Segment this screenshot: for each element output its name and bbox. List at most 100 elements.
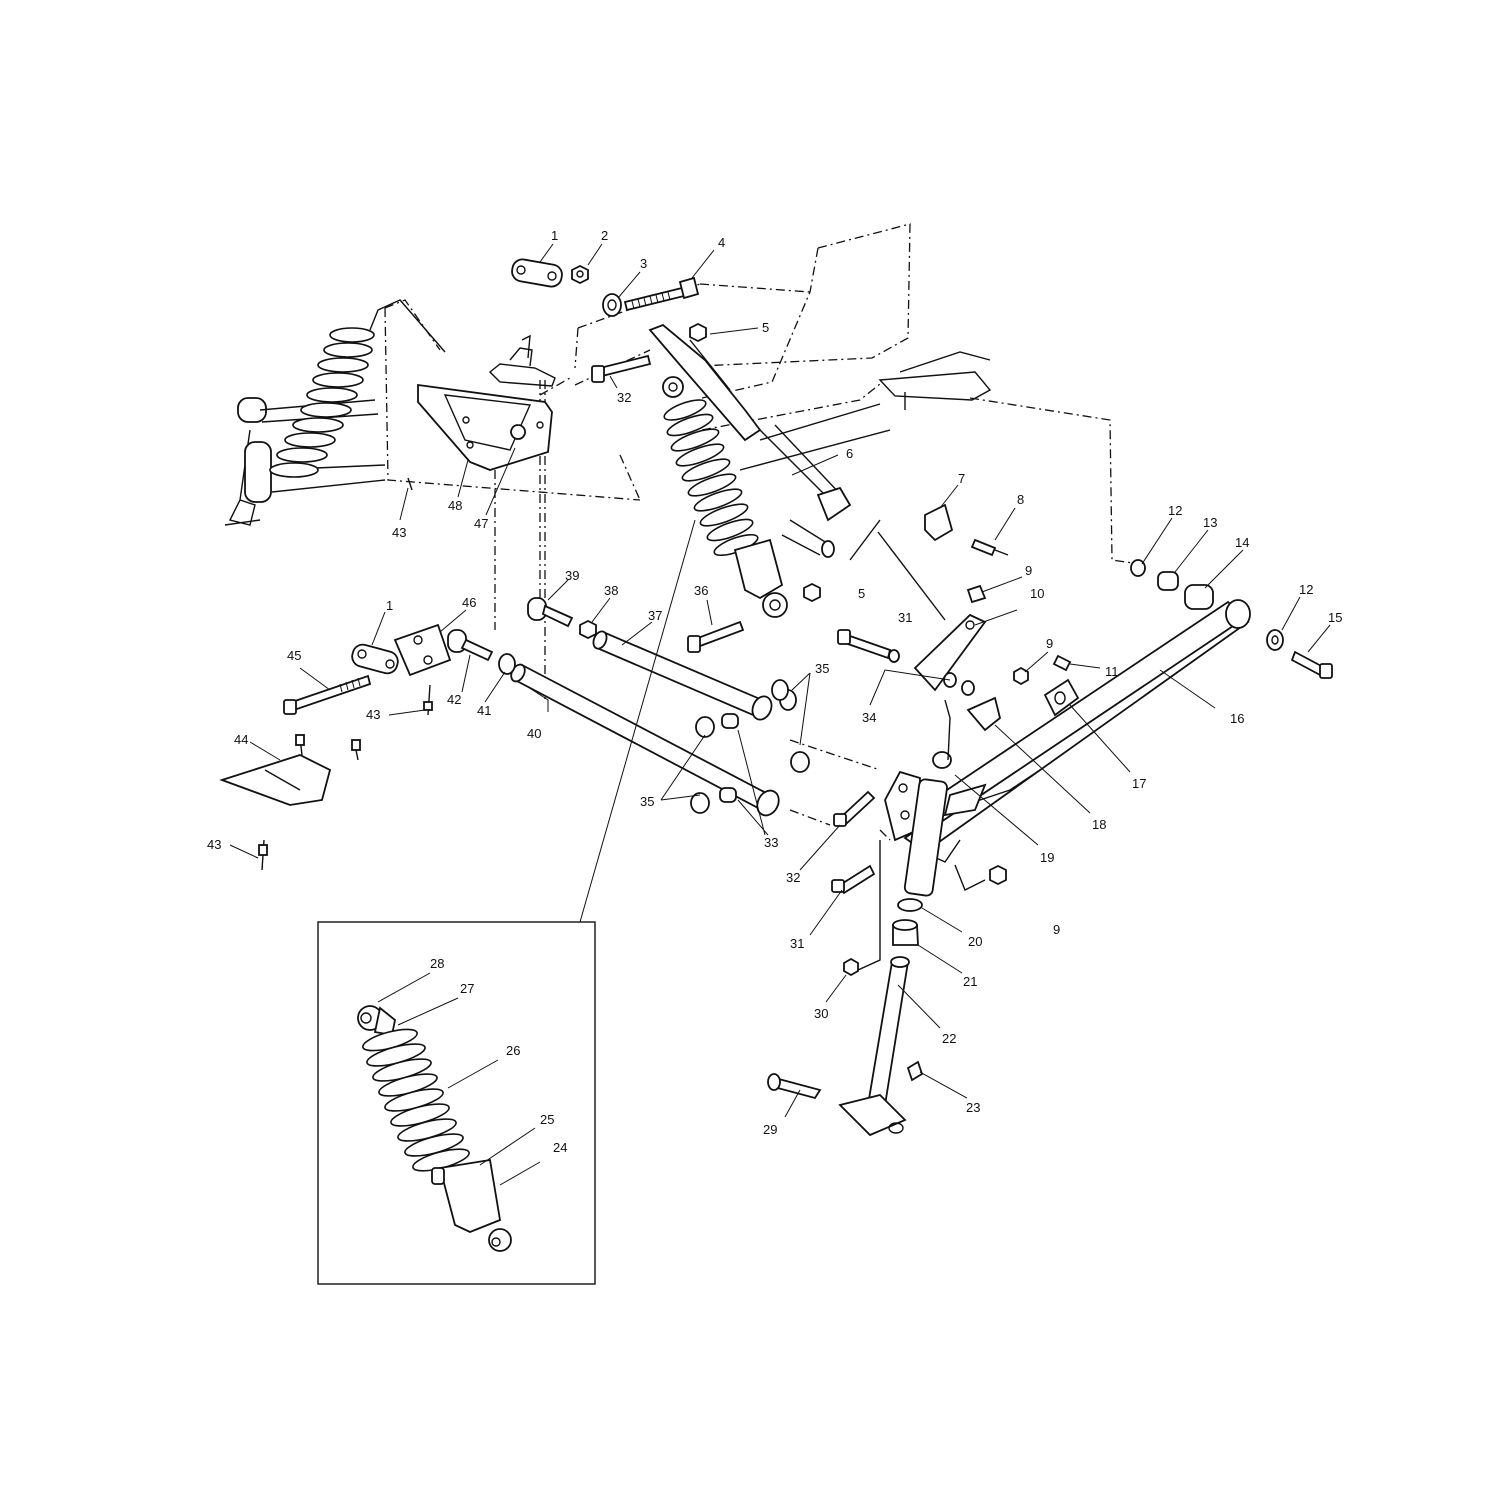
callout-37: 37	[648, 608, 662, 623]
callout-23: 23	[966, 1100, 980, 1115]
front-shock-absorber	[648, 323, 788, 618]
arm-leader	[944, 699, 951, 761]
assembly-guide-3	[879, 829, 891, 841]
stabilizer-link-6	[759, 424, 852, 558]
bolt-32-top	[591, 354, 652, 383]
callout-1-top: 1	[551, 228, 558, 243]
callout-labels: 1 2 3 4 5 32 6 7 8 9 10 9 11 12 13 14 12…	[207, 228, 1342, 1155]
callout-41: 41	[477, 703, 491, 718]
pin-8	[970, 538, 1009, 557]
callout-35-lower: 35	[640, 794, 654, 809]
bushing-13	[1157, 571, 1179, 591]
bolt-15	[1290, 650, 1333, 679]
left-shock-assembly	[224, 299, 446, 526]
frame-rail-right	[739, 351, 992, 471]
callout-42: 42	[447, 692, 461, 707]
bolt-45	[283, 674, 372, 715]
callout-4: 4	[718, 235, 725, 250]
callout-46: 46	[462, 595, 476, 610]
callout-3: 3	[640, 256, 647, 271]
callout-6: 6	[846, 446, 853, 461]
spindle-22	[838, 956, 910, 1137]
washer-3	[602, 293, 622, 317]
bolt-31-lower	[831, 864, 876, 895]
callout-43-top: 43	[392, 525, 406, 540]
bushing-21	[892, 919, 919, 946]
nut-5-top	[689, 322, 707, 343]
callout-17: 17	[1132, 776, 1146, 791]
tie-rod-end-39	[527, 597, 597, 640]
callout-12-top: 12	[1168, 503, 1182, 518]
callout-45: 45	[287, 648, 301, 663]
washer-12	[1130, 559, 1284, 651]
pin-29	[767, 1073, 822, 1100]
tie-rod-40	[510, 663, 780, 817]
callout-28: 28	[430, 956, 444, 971]
rod-leader	[849, 519, 881, 561]
callout-19: 19	[1040, 850, 1054, 865]
front-shock-spring	[663, 399, 759, 557]
arm-10	[913, 613, 987, 692]
inset-shock-spring	[362, 1028, 470, 1172]
callout-1-lower: 1	[386, 598, 393, 613]
top-link-plate	[511, 258, 563, 288]
nut-5-lower	[803, 582, 821, 603]
callout-26: 26	[506, 1043, 520, 1058]
callout-36: 36	[694, 583, 708, 598]
callout-9-lower: 9	[1053, 922, 1060, 937]
callout-35-upper: 35	[815, 661, 829, 676]
bracket-18	[966, 696, 1002, 732]
callout-18: 18	[1092, 817, 1106, 832]
callout-9-top: 9	[1025, 563, 1032, 578]
inset-pointer	[579, 519, 696, 923]
block-17	[1043, 678, 1080, 717]
bushings-33-35	[690, 679, 810, 814]
spindle-housing-19	[884, 751, 952, 897]
callout-16: 16	[1230, 711, 1244, 726]
callout-31-lower: 31	[790, 936, 804, 951]
callout-21: 21	[963, 974, 977, 989]
callout-30: 30	[814, 1006, 828, 1021]
shock-mount-bracket	[417, 334, 556, 471]
callout-9-mid: 9	[1046, 636, 1053, 651]
bushing-7	[924, 503, 954, 542]
callout-8: 8	[1017, 492, 1024, 507]
nut-2	[571, 264, 589, 285]
small-nuts-9	[966, 584, 1029, 886]
callout-5-lower: 5	[858, 586, 865, 601]
callout-39: 39	[565, 568, 579, 583]
callout-40: 40	[527, 726, 541, 741]
callout-22: 22	[942, 1031, 956, 1046]
spring-clip-11	[1052, 654, 1072, 672]
washer-20	[897, 898, 923, 912]
fitting-23	[906, 1060, 924, 1082]
bracket-46	[393, 623, 452, 677]
callout-34: 34	[862, 710, 876, 725]
callout-32-top: 32	[617, 390, 631, 405]
callout-14: 14	[1235, 535, 1249, 550]
bolt-31-upper	[837, 629, 900, 663]
tie-rod-end-42	[447, 629, 516, 675]
callout-leaders	[229, 243, 1331, 1186]
callout-20: 20	[968, 934, 982, 949]
rivet-43	[258, 477, 433, 871]
inset-detail-box	[317, 519, 696, 1285]
callout-43-lower: 43	[207, 837, 221, 852]
bushing-14	[1184, 584, 1214, 610]
swingarm-leader	[954, 864, 986, 891]
callout-7: 7	[958, 471, 965, 486]
callout-27: 27	[460, 981, 474, 996]
callout-12-right: 12	[1299, 582, 1313, 597]
callout-2: 2	[601, 228, 608, 243]
callout-13: 13	[1203, 515, 1217, 530]
callout-29: 29	[763, 1122, 777, 1137]
callout-47: 47	[474, 516, 488, 531]
callout-15: 15	[1328, 610, 1342, 625]
assembly-guide-1	[789, 739, 881, 771]
callout-25: 25	[540, 1112, 554, 1127]
callout-10: 10	[1030, 586, 1044, 601]
callout-43-mid: 43	[366, 707, 380, 722]
callout-44: 44	[234, 732, 248, 747]
